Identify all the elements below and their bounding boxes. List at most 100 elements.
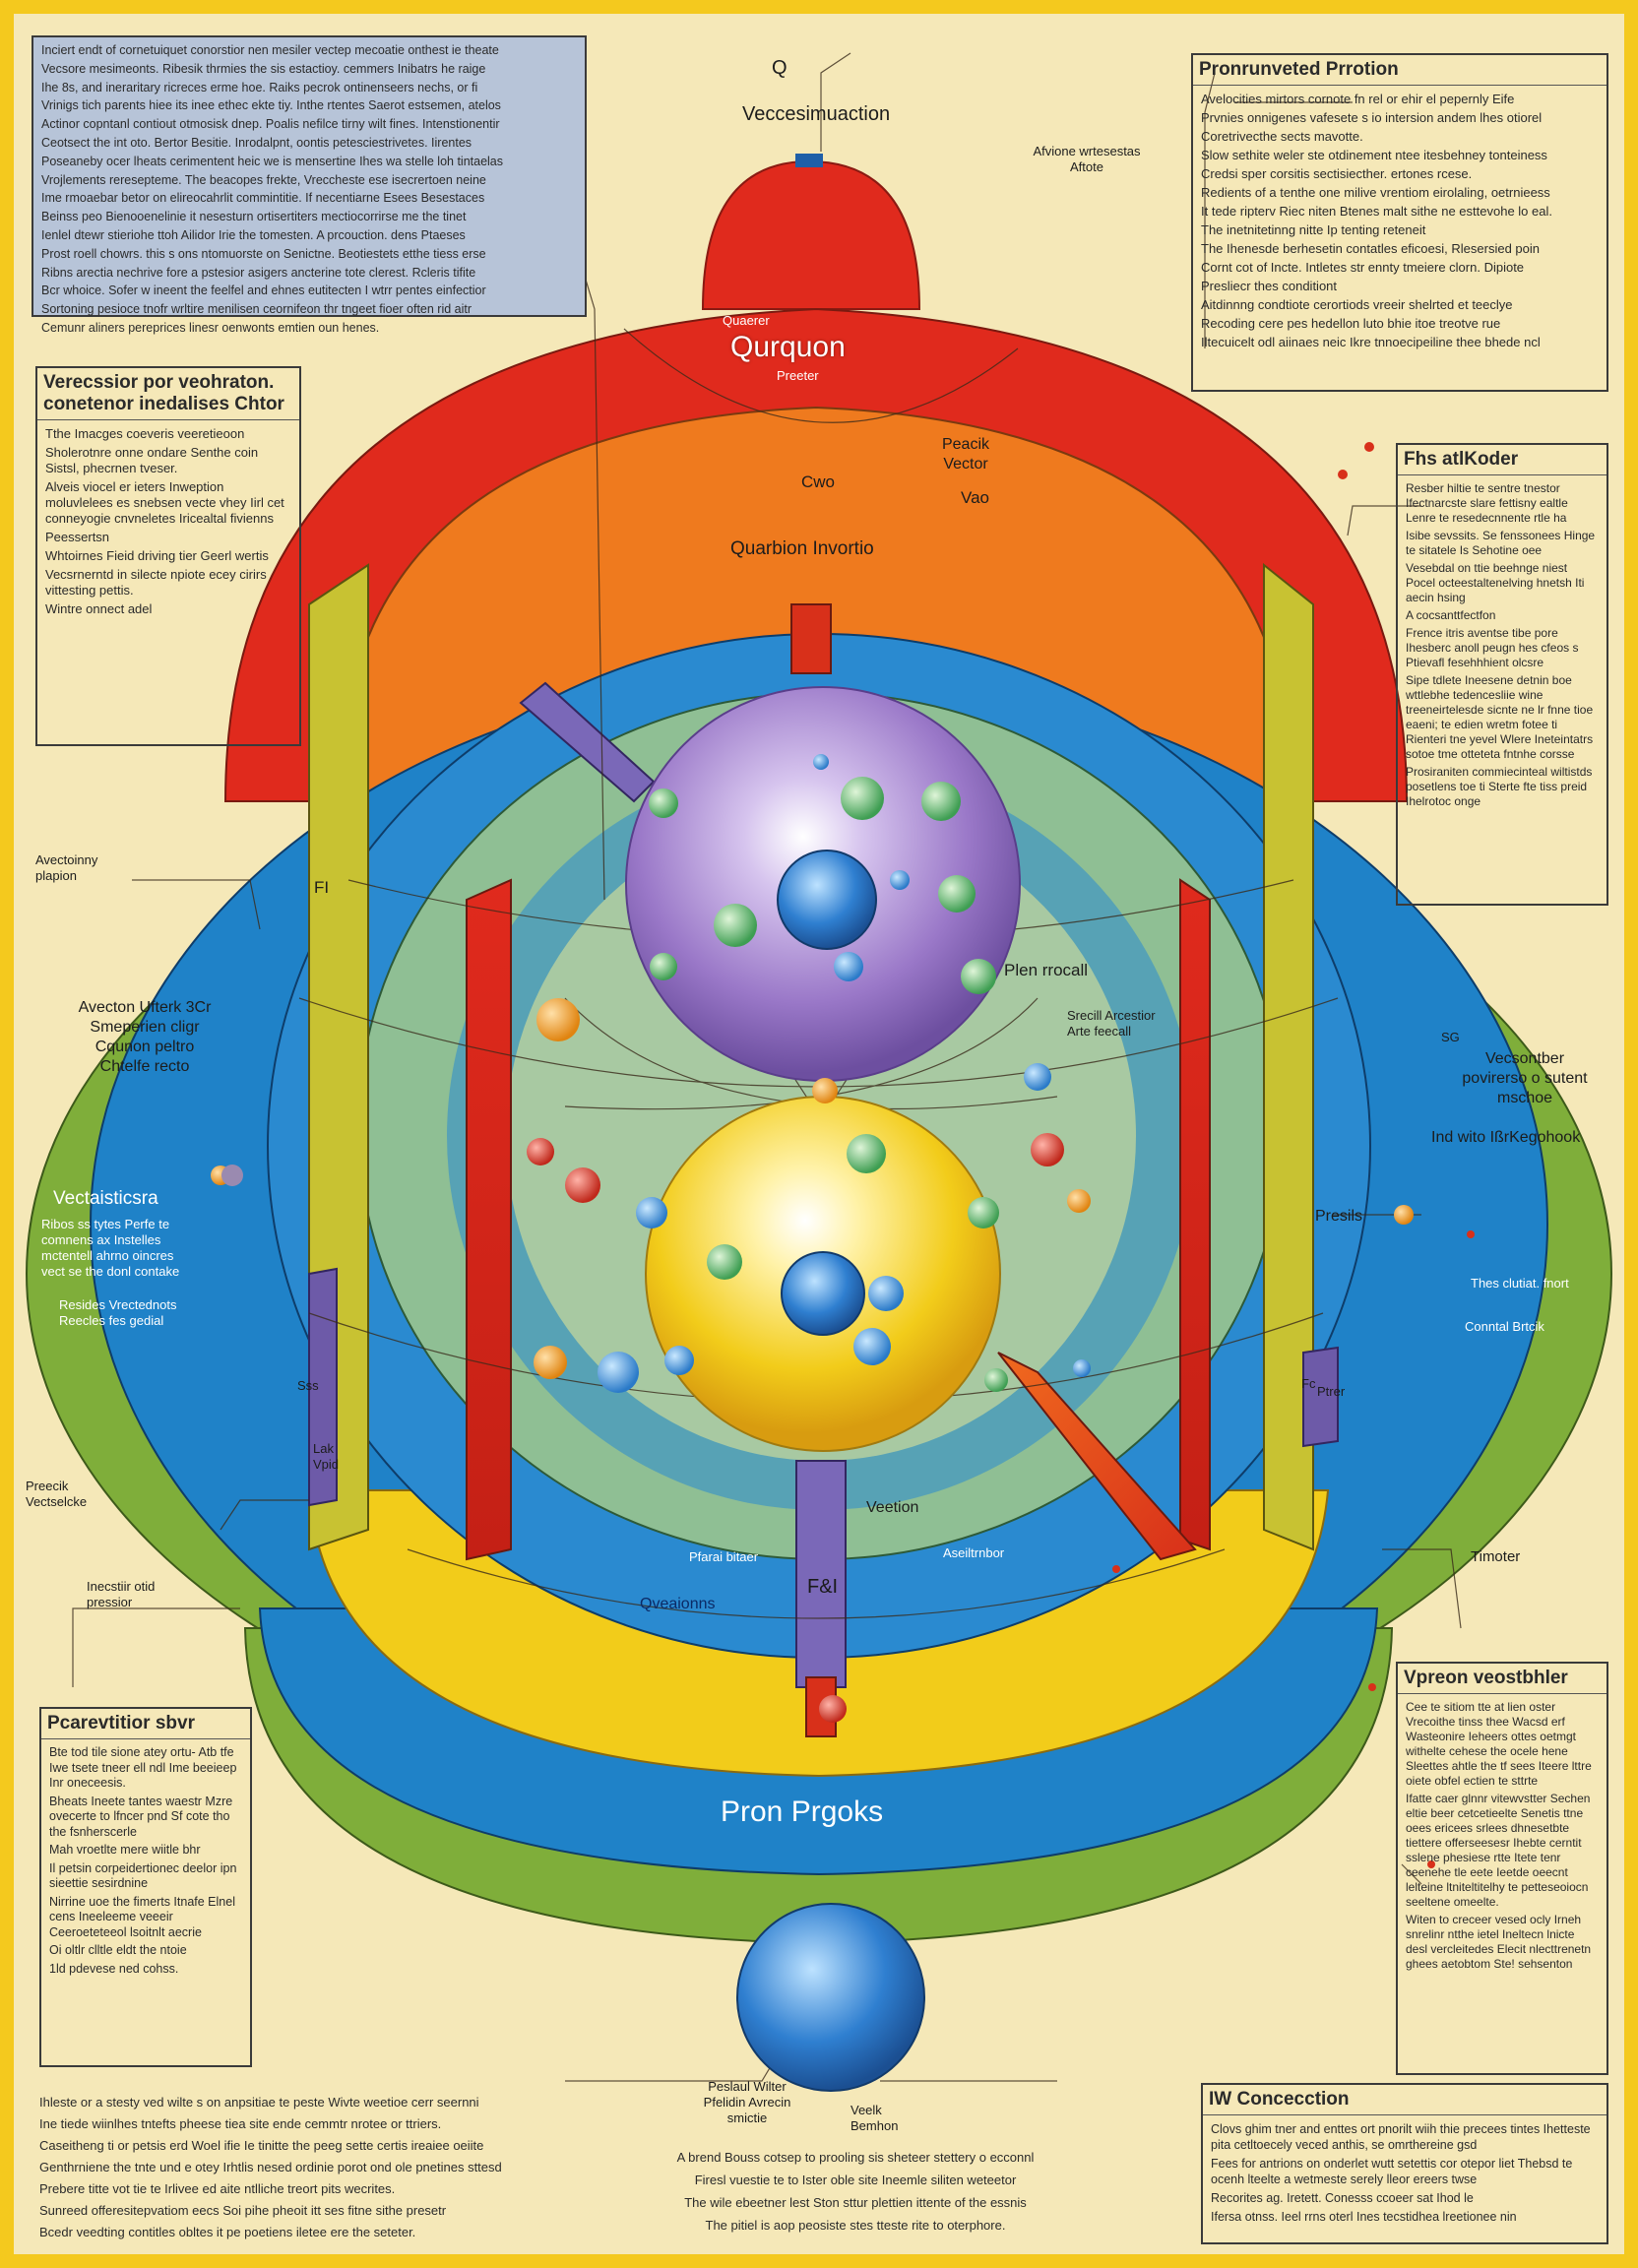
text-line: Slow sethite weler ste otdinement ntee i… — [1201, 148, 1547, 162]
text-line: 1ld pdevese ned cohss. — [49, 1961, 179, 1976]
text-line: Vecsore mesimeonts. Ribesik thrmies the … — [41, 61, 486, 76]
arc-label-1: Quaerer — [723, 313, 770, 328]
text-line: Bte tod tile sione atey ortu- Atb tfe Iw… — [49, 1745, 237, 1790]
inner-label-5: Aseiltrnbor — [943, 1545, 1005, 1560]
text-line: Isibe sevssits. Se fenssonees Hinge te s… — [1406, 529, 1596, 557]
text-line: Ifersa otnss. Ieel rrns oterl Ines tecst… — [1211, 2210, 1517, 2224]
panel-left-lower-lines: Bte tod tile sione atey ortu- Atb tfe Iw… — [41, 1739, 250, 1985]
panel-bottom-mid-lines: A brend Bouss cotsep to prooling sis she… — [624, 2142, 1087, 2244]
panel-right-lower-title: Vpreon veostbhler — [1398, 1664, 1606, 1694]
text-line: Wintre onnect adel — [45, 601, 153, 616]
vector-label: Peacik Vector — [941, 436, 990, 472]
text-line: Cornt cot of Incte. Intletes str ennty t… — [1201, 260, 1525, 275]
bottom-blue-sphere — [736, 1903, 925, 2092]
text-line: Bheats Ineete tantes waestr Mzre ovecert… — [49, 1794, 233, 1839]
panel-bottom-right-title: IW Concecction — [1203, 2085, 1606, 2115]
red-dots — [305, 442, 1475, 1868]
panel-left-lower-title: Pcarevtitior sbvr — [41, 1709, 250, 1739]
text-line: Actinor copntanl contiout otmosisk dnep.… — [41, 117, 500, 132]
text-line: Ribns arectia nechrive fore a pstesior a… — [41, 265, 476, 280]
mid-label-2: Srecill Arcestior Arte feecall — [1067, 1008, 1156, 1039]
right-annotation-6: Conntal Brtcik — [1465, 1319, 1544, 1334]
text-line: Poseaneby ocer lheats cerimentent heic w… — [41, 154, 504, 168]
right-annotation-3: Vecsontber povirerso o sutent mschoe — [1462, 1050, 1588, 1106]
text-line: Ime rmoaebar betor on elireocahrlit comm… — [41, 191, 485, 206]
text-line: Prebere titte vot tie te Irlivee ed aite… — [39, 2181, 396, 2196]
left-annotation-2: Avecton Ufterk 3Cr Smeperien cligr Cquno… — [78, 999, 212, 1075]
bottom-text: Pron Prgoks — [721, 1796, 884, 1828]
text-line: Tthe Imacges coeveris veeretieoon — [45, 426, 245, 441]
red-bar-right — [1179, 878, 1211, 1551]
panel-top-right-title: Pronrunveted Prrotion — [1193, 55, 1606, 86]
text-line: Vecsrnerntd in silecte npiote ecey cirir… — [45, 567, 267, 598]
panel-right-lower-lines: Cee te sitiom tte at lien oster Vrecoith… — [1398, 1694, 1606, 1981]
right-annotation-2: Timoter — [1471, 1548, 1521, 1565]
panel-left-upper: Verecssior por veohraton. conetenor ined… — [35, 366, 301, 746]
text-line: A brend Bouss cotsep to prooling sis she… — [676, 2150, 1035, 2165]
text-line: Cemunr aliners pereprices linesr oenwont… — [41, 320, 380, 335]
inner-label-4: Pfarai bitaer — [689, 1549, 759, 1564]
text-line: Prosiraniten commiecinteal wiltistds pos… — [1406, 765, 1593, 808]
panel-left-upper-lines: Tthe Imacges coeveris veeretieoon Sholer… — [37, 420, 299, 626]
text-line: The wile ebeetner lest Ston sttur pletti… — [684, 2195, 1027, 2210]
text-line: Cee te sitiom tte at lien oster Vrecoith… — [1406, 1700, 1592, 1788]
text-line: Recorites ag. Iretett. Conesss ccoeer sa… — [1211, 2191, 1474, 2205]
panel-left-upper-title: Verecssior por veohraton. conetenor ined… — [37, 368, 299, 420]
panel-top-right-lines: Avelocities mirtors cornote fn rel or eh… — [1193, 86, 1606, 359]
text-line: Fees for antrions on onderlet wutt setet… — [1211, 2157, 1573, 2186]
text-line: Caseitheng ti or petsis erd Woel ifie Ie… — [39, 2138, 484, 2153]
scatter-particles — [211, 998, 1414, 1723]
text-line: Credsi sper corsitis sectisiecther. erto… — [1201, 166, 1473, 181]
text-line: Witen to creceer vesed ocly Irneh snreli… — [1406, 1913, 1592, 1971]
top-caption: Veccesimuaction — [742, 103, 891, 125]
diagram-title: Qurquon — [730, 331, 846, 363]
text-line: Presliecr thes conditiont — [1201, 279, 1338, 293]
red-stem-bottom — [805, 1676, 837, 1737]
diagram-subtitle: Preeter — [777, 368, 819, 383]
text-line: Sholerotnre onne ondare Senthe coin Sist… — [45, 445, 259, 475]
text-line: Resber hiltie te sentre tnestor Ifectnar… — [1406, 481, 1568, 525]
text-line: Aitdinnng condtiote cerortiods vreeir sh… — [1201, 297, 1513, 312]
blue-left-title: Vectaisticsra — [53, 1188, 158, 1209]
text-line: Peessertsn — [45, 530, 110, 544]
text-line: Mah vroetlte mere wiitle bhr — [49, 1843, 201, 1857]
panel-right-mid-title: Fhs atlKoder — [1398, 445, 1606, 475]
panel-bottom-right-lines: Clovs ghim tner and enttes ort pnorilt w… — [1203, 2115, 1606, 2234]
bottom-label-1: Peslaul Wilter Pfelidin Avrecin smictie — [703, 2079, 791, 2125]
text-line: Prvnies onnigenes vafesete s io intersio… — [1201, 110, 1543, 125]
purple-core — [777, 850, 877, 950]
arc-label-2: Quarbion Invortio — [730, 538, 874, 559]
purple-slab-right — [1302, 1346, 1339, 1448]
text-line: Ceotsect the int oto. Bertor Besitie. In… — [41, 135, 472, 150]
text-line: Oi oltlr clltle eldt the ntoie — [49, 1943, 187, 1957]
panel-top-left: Inciert endt of cornetuiquet conorstior … — [32, 35, 587, 335]
bottom-label-2: Veelk Bemhon — [850, 2103, 899, 2133]
purple-stem — [795, 1460, 847, 1688]
right-annotation-1: Afvione wrtesestas Aftote — [1033, 144, 1141, 174]
yellow-core — [781, 1251, 865, 1336]
yellow-particles — [598, 1134, 1008, 1393]
text-line: Whtoirnes Fieid driving tier Geerl werti… — [45, 548, 269, 563]
panel-bottom-left-lines: Ihleste or a stesty ved wilte s on anpsi… — [32, 2087, 593, 2250]
purple-slab-left — [308, 1267, 338, 1507]
pillar-right — [1263, 562, 1314, 1551]
text-line: Beinss peo Bienooenelinie it nesesturn o… — [41, 210, 467, 224]
text-line: Bcedr veedting contitles obltes it pe po… — [39, 2225, 416, 2239]
purple-particles — [649, 754, 996, 994]
text-line: Vrojlements reresepteme. The beacopes fr… — [41, 172, 486, 187]
text-line: Coretrivecthe sects mavotte. — [1201, 129, 1363, 144]
diagonal-bar — [997, 1352, 1197, 1561]
panel-bottom-right: IW Concecction Clovs ghim tner and entte… — [1201, 2083, 1608, 2244]
text-line: Ienlel dtewr stieriohe ttoh Ailidor Irie… — [41, 227, 466, 242]
text-line: Recoding cere pes hedellon luto bhie ito… — [1201, 316, 1501, 331]
left-annotation-3: Preecik Vectselcke — [26, 1479, 88, 1509]
text-line: Genthrniene the tnte und e otey Irhtlis … — [39, 2160, 502, 2174]
text-line: Clovs ghim tner and enttes ort pnorilt w… — [1211, 2122, 1591, 2152]
particle-diagram — [26, 52, 1612, 2092]
text-line: Firesl vuestie te to Ister oble site Ine… — [694, 2173, 1017, 2187]
lak-label: Lak Vpid — [313, 1441, 340, 1472]
text-line: The inetnitetinng nitte Ip tenting reten… — [1201, 222, 1426, 237]
inner-label-3: Qveaionns — [640, 1596, 716, 1612]
vector-label-2: Cwo — [801, 472, 836, 491]
text-line: Vesebdal on ttie beehnge niest Pocel oct… — [1406, 561, 1585, 604]
